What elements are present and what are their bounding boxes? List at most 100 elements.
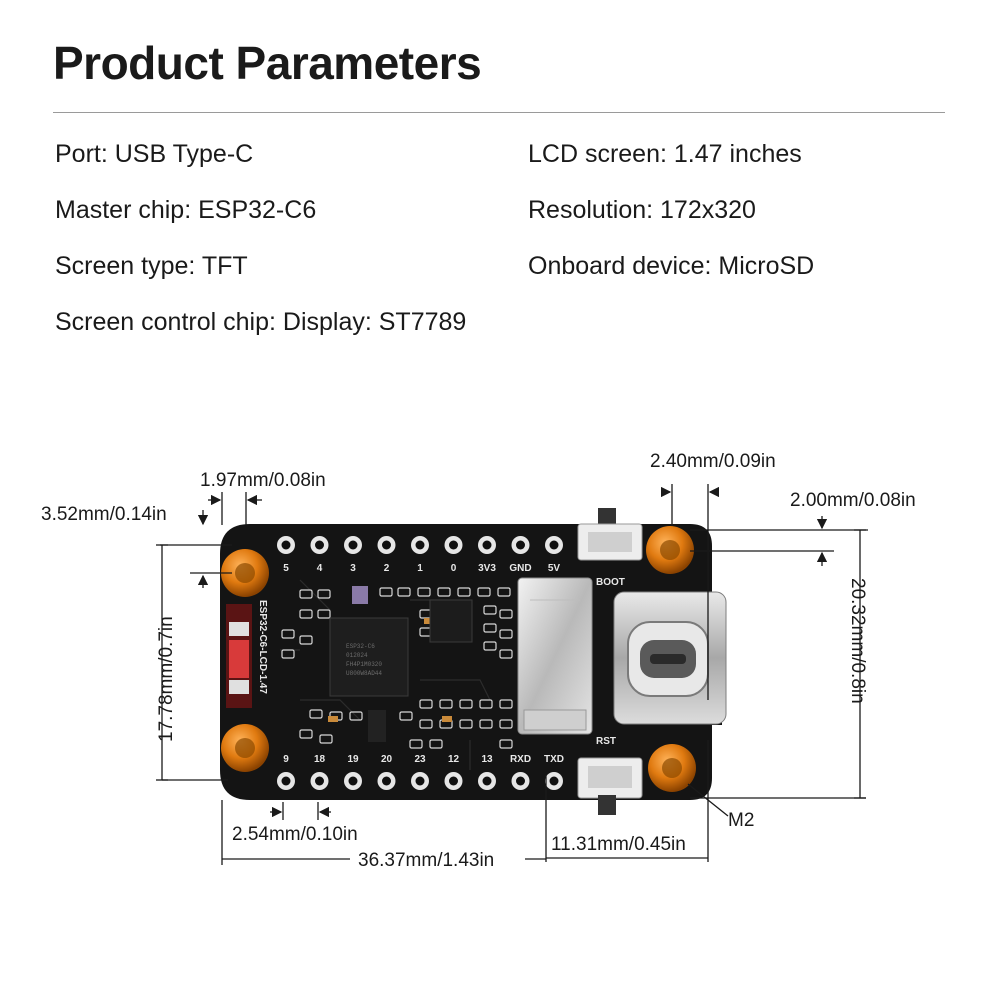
smd-pad [483, 641, 497, 651]
smd-capacitor [442, 716, 452, 722]
dim-pin-pitch: 2.54mm/0.10in [232, 824, 358, 845]
purple-component [352, 586, 368, 604]
smd-capacitor [328, 716, 338, 722]
top-pin-drill [415, 540, 425, 550]
smd-pad [459, 719, 473, 729]
chip-line-4: U800W8AD44 [346, 670, 382, 677]
top-pin-drill [382, 540, 391, 550]
standoff-top-right [646, 526, 694, 574]
rst-button [577, 757, 643, 815]
param-master-chip: Master chip: ESP32-C6 [55, 196, 317, 224]
param-lcd-screen: LCD screen: 1.47 inches [528, 140, 802, 168]
smd-pad [419, 699, 433, 709]
bottom-pin-label: 19 [347, 754, 359, 765]
top-pin-label: 4 [317, 563, 323, 574]
smd-pad [497, 587, 511, 597]
smd-pad [499, 719, 513, 729]
param-screen-type: Screen type: TFT [55, 252, 248, 280]
top-pin-label: 3V3 [478, 563, 496, 574]
smd-pad [299, 635, 313, 645]
smd-pad [499, 699, 513, 709]
smd-pad [317, 609, 331, 619]
smd-pad [499, 629, 513, 639]
smd-pad [397, 587, 411, 597]
chip-line-3: FH4P1M0320 [346, 661, 382, 668]
top-pin-drill [315, 540, 324, 550]
smd-components [281, 587, 513, 749]
bottom-pin-label: RXD [510, 754, 531, 765]
smd-pad [437, 587, 451, 597]
smd-pad [499, 649, 513, 659]
board-side-label: ESP32-C6-LCD-1.47 [257, 600, 268, 694]
dim-board-length: 36.37mm/1.43in [358, 850, 494, 871]
top-pin-label: 3 [350, 563, 356, 574]
smd-pad [439, 699, 453, 709]
bottom-pin-drill [348, 776, 358, 786]
chip-line-1: ESP32-C6 [346, 643, 375, 650]
top-pin-drill [348, 540, 358, 550]
bottom-pin-drill [482, 776, 492, 786]
flash-chip [429, 599, 473, 643]
dim-button-width: 2.40mm/0.09in [650, 451, 776, 472]
standoff-bottom-right [648, 744, 696, 792]
top-pin-drill [516, 540, 525, 550]
smd-pad [417, 587, 431, 597]
smd-capacitor [424, 618, 434, 624]
smd-pad [429, 739, 443, 749]
top-pin-drill [482, 540, 492, 550]
smd-pad [479, 699, 493, 709]
smd-pad [317, 589, 331, 599]
smd-pad [349, 711, 363, 721]
bottom-pin-label: 23 [414, 754, 426, 765]
top-pin-label: 5 [283, 563, 289, 574]
param-onboard-device: Onboard device: MicroSD [528, 252, 815, 280]
smd-pad [281, 649, 295, 659]
dim-inner-height: 17.78mm/0.7in [156, 616, 177, 742]
smd-pad [479, 719, 493, 729]
side-led [226, 604, 252, 708]
top-pin-drill [281, 540, 291, 550]
rst-label: RST [596, 736, 616, 747]
bottom-pin-drill [449, 776, 458, 786]
chip-line-2: 012024 [346, 652, 368, 659]
smd-pad [281, 629, 295, 639]
bottom-pin-label: 20 [381, 754, 393, 765]
dim-right-hole-offset: 2.00mm/0.08in [790, 490, 916, 511]
boot-button [577, 508, 643, 561]
smd-pad [319, 734, 333, 744]
dim-board-height: 20.32mm/0.8in [847, 578, 868, 704]
dim-usb-section: 11.31mm/0.45in [551, 834, 686, 855]
smd-pad [399, 711, 413, 721]
smd-pad [499, 739, 513, 749]
bottom-pin-label: 12 [448, 754, 460, 765]
smd-pad [299, 729, 313, 739]
top-pin-label: GND [509, 563, 531, 574]
smd-pad [457, 587, 471, 597]
bottom-pin-drill [549, 776, 559, 786]
standoff-bottom-left [221, 724, 269, 772]
dim-hole-edge-h: 1.97mm/0.08in [200, 470, 326, 491]
param-resolution: Resolution: 172x320 [528, 196, 756, 224]
dim-hole-edge-v: 3.52mm/0.14in [41, 504, 167, 525]
param-port: Port: USB Type-C [55, 140, 254, 168]
smd-pad [459, 699, 473, 709]
bottom-pin-drill [415, 776, 425, 786]
top-pin-label: 5V [548, 563, 561, 574]
top-pin-label: 2 [384, 563, 390, 574]
bottom-pin-label: TXD [544, 754, 564, 765]
smd-pad [483, 623, 497, 633]
smd-pad [299, 609, 313, 619]
top-pin-drill [549, 540, 559, 550]
bottom-pin-drill [281, 776, 291, 786]
smd-pad [309, 709, 323, 719]
title-divider [53, 112, 945, 113]
top-pin-drill [449, 540, 458, 550]
boot-label: BOOT [596, 577, 625, 588]
bottom-pin-label: 9 [283, 754, 289, 765]
top-pin-label: 0 [451, 563, 457, 574]
bottom-pin-drill [382, 776, 391, 786]
bottom-pin-label: 13 [481, 754, 493, 765]
